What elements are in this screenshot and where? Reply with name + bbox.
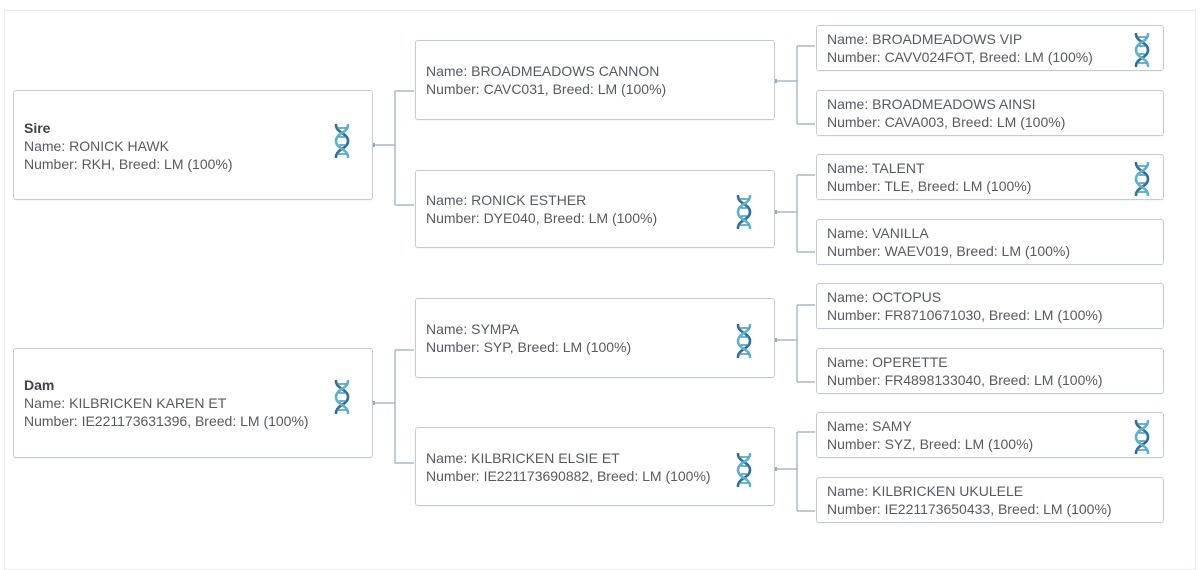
animal-number: Number: IE221173650433, Breed: LM (100%) <box>827 501 1112 517</box>
pedigree-card-sire-sire-sire[interactable]: Name: BROADMEADOWS VIP Number: CAVV024FO… <box>816 25 1164 71</box>
animal-number: Number: FR8710671030, Breed: LM (100%) <box>827 307 1103 323</box>
animal-number: Number: FR4898133040, Breed: LM (100%) <box>827 372 1103 388</box>
animal-name: Name: RONICK ESTHER <box>426 192 587 208</box>
animal-number: Number: IE221173690882, Breed: LM (100%) <box>426 467 711 484</box>
dna-helix-icon[interactable] <box>732 453 756 487</box>
animal-number: Number: WAEV019, Breed: LM (100%) <box>827 243 1071 259</box>
animal-number: Number: IE221173631396, Breed: LM (100%) <box>24 413 309 429</box>
animal-name: Name: KILBRICKEN ELSIE ET <box>426 449 620 466</box>
pedigree-card-dam-dam-sire[interactable]: Name: SAMY Number: SYZ, Breed: LM (100%) <box>816 412 1164 458</box>
pedigree-card-dam-sire[interactable]: Name: SYMPA Number: SYP, Breed: LM (100%… <box>415 298 775 378</box>
animal-name: Name: SYMPA <box>426 321 520 337</box>
animal-number: Number: SYZ, Breed: LM (100%) <box>827 436 1034 452</box>
animal-number: Number: SYP, Breed: LM (100%) <box>426 339 632 355</box>
animal-name: Name: SAMY <box>827 418 912 434</box>
animal-number: Number: DYE040, Breed: LM (100%) <box>426 210 658 226</box>
pedigree-card-sire-sire-dam[interactable]: Name: BROADMEADOWS AINSI Number: CAVA003… <box>816 90 1164 136</box>
pedigree-card-sire-dam[interactable]: Name: RONICK ESTHER Number: DYE040, Bree… <box>415 170 775 248</box>
animal-name: Name: KILBRICKEN UKULELE <box>827 483 1024 499</box>
pedigree-card-dam-sire-dam[interactable]: Name: OPERETTE Number: FR4898133040, Bre… <box>816 348 1164 394</box>
animal-number: Number: CAVC031, Breed: LM (100%) <box>426 81 667 97</box>
animal-name: Name: OPERETTE <box>827 354 948 370</box>
animal-number: Number: TLE, Breed: LM (100%) <box>827 178 1032 194</box>
pedigree-card-sire[interactable]: Sire Name: RONICK HAWK Number: RKH, Bree… <box>13 90 373 200</box>
dna-helix-icon[interactable] <box>330 124 354 158</box>
dna-helix-icon[interactable] <box>732 324 756 358</box>
animal-name: Name: RONICK HAWK <box>24 138 169 154</box>
role-label: Dam <box>24 377 55 393</box>
pedigree-card-dam[interactable]: Dam Name: KILBRICKEN KAREN ET Number: IE… <box>13 348 373 458</box>
animal-name: Name: VANILLA <box>827 225 929 241</box>
dna-helix-icon[interactable] <box>1130 33 1154 67</box>
animal-name: Name: BROADMEADOWS VIP <box>827 31 1023 47</box>
pedigree-card-sire-dam-dam[interactable]: Name: VANILLA Number: WAEV019, Breed: LM… <box>816 219 1164 265</box>
animal-number: Number: CAVV024FOT, Breed: LM (100%) <box>827 49 1093 65</box>
dna-helix-icon[interactable] <box>732 195 756 229</box>
pedigree-card-dam-sire-sire[interactable]: Name: OCTOPUS Number: FR8710671030, Bree… <box>816 283 1164 329</box>
animal-name: Name: OCTOPUS <box>827 289 942 305</box>
role-label: Sire <box>24 120 51 136</box>
pedigree-card-sire-sire[interactable]: Name: BROADMEADOWS CANNON Number: CAVC03… <box>415 40 775 120</box>
pedigree-card-dam-dam[interactable]: Name: KILBRICKEN ELSIE ET Number: IE2211… <box>415 427 775 506</box>
pedigree-card-sire-dam-sire[interactable]: Name: TALENT Number: TLE, Breed: LM (100… <box>816 154 1164 200</box>
animal-number: Number: RKH, Breed: LM (100%) <box>24 156 233 172</box>
dna-helix-icon[interactable] <box>1130 162 1154 196</box>
animal-name: Name: BROADMEADOWS CANNON <box>426 63 660 79</box>
dna-helix-icon[interactable] <box>330 380 354 414</box>
dna-helix-icon[interactable] <box>1130 420 1154 454</box>
animal-name: Name: TALENT <box>827 160 925 176</box>
animal-number: Number: CAVA003, Breed: LM (100%) <box>827 114 1066 130</box>
animal-name: Name: KILBRICKEN KAREN ET <box>24 395 227 411</box>
animal-name: Name: BROADMEADOWS AINSI <box>827 96 1036 112</box>
pedigree-card-dam-dam-dam[interactable]: Name: KILBRICKEN UKULELE Number: IE22117… <box>816 477 1164 523</box>
